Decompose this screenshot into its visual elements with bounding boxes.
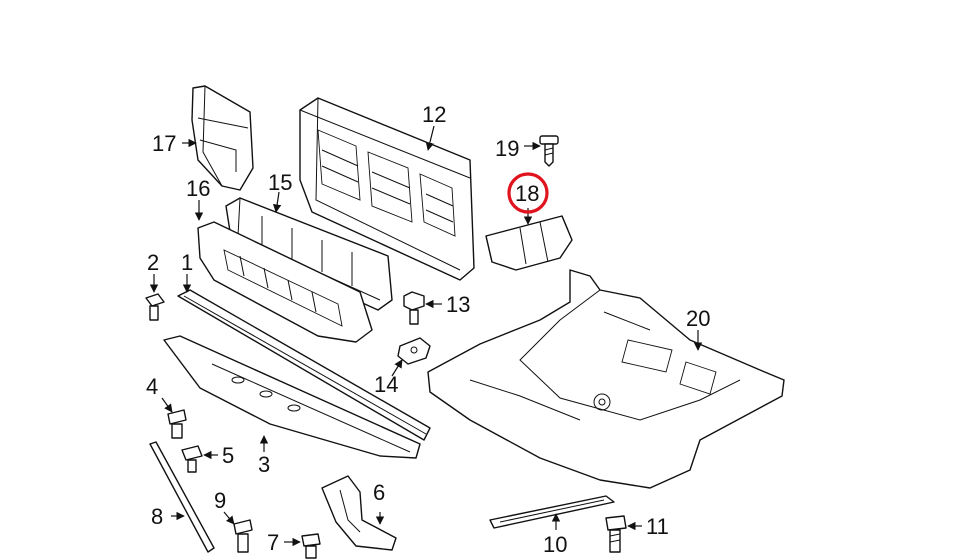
- callout-17[interactable]: 17: [152, 131, 176, 156]
- underbody-shield-part-20: [427, 269, 785, 489]
- callout-14[interactable]: 14: [374, 372, 398, 397]
- callout-1[interactable]: 1: [181, 250, 193, 275]
- leader-12: [425, 125, 435, 151]
- screw-part-5: [181, 445, 203, 473]
- grille-carrier-part-12: [299, 97, 475, 281]
- deflector-panel-part-3: [163, 335, 421, 459]
- callout-labels: 17 16 15 12 19 18 2 1 13 20 14 4 5 3 6 8…: [146, 102, 710, 557]
- screw-part-9: [233, 519, 253, 553]
- leader-9: [223, 511, 235, 525]
- leader-15: [272, 191, 282, 213]
- highlight-circle-18: [507, 172, 549, 214]
- callout-3[interactable]: 3: [258, 452, 270, 477]
- callout-6[interactable]: 6: [373, 480, 385, 505]
- bracket-part-6: [321, 475, 397, 551]
- bolt-part-19: [539, 135, 559, 167]
- callout-2[interactable]: 2: [147, 250, 159, 275]
- nut-part-13: [403, 291, 425, 325]
- callout-11[interactable]: 11: [646, 514, 669, 539]
- leader-14: [391, 359, 403, 377]
- callout-13[interactable]: 13: [446, 292, 470, 317]
- air-duct-left-part-17: [191, 85, 254, 191]
- strut-part-10: [489, 495, 615, 529]
- lower-grille-part-16: [197, 221, 373, 343]
- leader-4: [161, 397, 173, 413]
- callout-8[interactable]: 8: [151, 504, 163, 529]
- callout-10[interactable]: 10: [543, 532, 567, 557]
- callout-18[interactable]: 18: [515, 181, 539, 206]
- callout-12[interactable]: 12: [422, 102, 446, 127]
- callout-7[interactable]: 7: [267, 530, 279, 555]
- callout-20[interactable]: 20: [686, 306, 710, 331]
- leader-lines: [149, 125, 703, 547]
- callout-4[interactable]: 4: [146, 374, 158, 399]
- support-rod-part-8: [149, 441, 215, 553]
- clip-nut-part-14: [397, 337, 431, 365]
- air-duct-part-18: [485, 215, 573, 271]
- callout-19[interactable]: 19: [495, 136, 519, 161]
- screw-part-4: [167, 409, 187, 439]
- callout-5[interactable]: 5: [222, 443, 234, 468]
- callout-9[interactable]: 9: [214, 488, 226, 513]
- callout-15[interactable]: 15: [268, 170, 292, 195]
- screw-part-2: [145, 293, 165, 321]
- callout-16[interactable]: 16: [186, 176, 210, 201]
- bolt-part-11: [605, 515, 627, 553]
- screw-part-7: [301, 533, 321, 559]
